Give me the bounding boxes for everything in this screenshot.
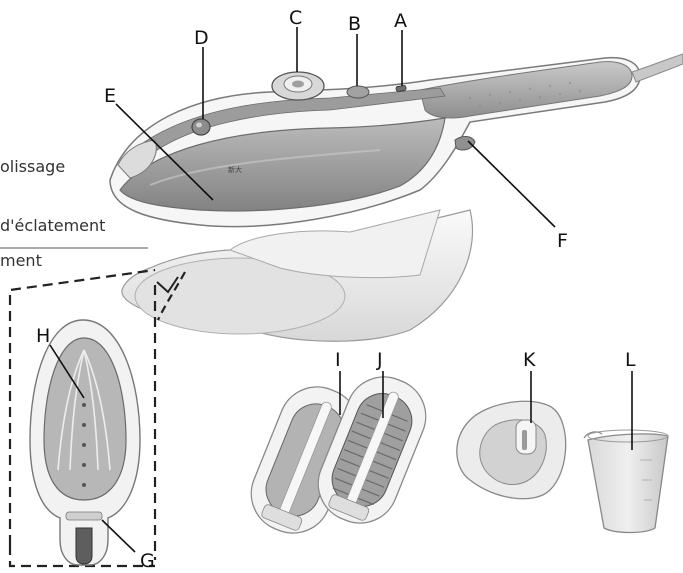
svg-text:新大: 新大 <box>228 165 242 174</box>
label-l: L <box>625 349 636 371</box>
text-fragment-1: olissage <box>0 157 65 176</box>
label-e: E <box>104 85 116 107</box>
label-h: H <box>36 325 50 347</box>
soleplate-switch <box>76 528 92 564</box>
label-c: C <box>289 7 302 29</box>
power-cord <box>632 54 683 82</box>
steamer-main: 新大 <box>110 54 683 341</box>
steam-trigger <box>455 136 475 150</box>
label-g: G <box>140 550 155 572</box>
measuring-cup-l <box>584 430 668 533</box>
label-d: D <box>194 27 209 49</box>
text-fragment-2: d'éclatement <box>0 216 105 235</box>
text-fragment-3: ment <box>0 251 42 270</box>
label-i: I <box>335 349 341 371</box>
label-j: J <box>376 349 383 371</box>
label-a: A <box>394 10 407 32</box>
label-b: B <box>348 13 361 35</box>
indicator-a <box>396 85 407 91</box>
label-f: F <box>557 230 568 252</box>
button-d <box>192 119 210 135</box>
label-k: K <box>523 349 536 371</box>
button-b <box>347 86 369 98</box>
attachment-k <box>457 401 566 498</box>
